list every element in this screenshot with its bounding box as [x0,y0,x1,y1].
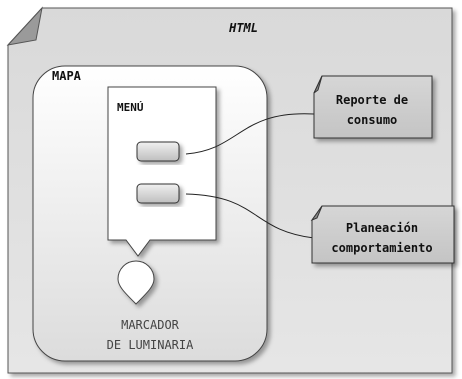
menu-label: MENÚ [117,101,144,114]
note-plan-line2: comportamiento [331,241,432,255]
map-label: MAPA [52,69,82,83]
page-label: HTML [228,21,258,35]
note-plan-line1: Planeación [346,221,418,235]
map-marker-icon[interactable] [117,260,155,305]
menu-button-report[interactable] [136,141,180,162]
note-report-line1: Reporte de [336,93,408,107]
page-fold [6,6,43,46]
menu-popup: MENÚ [107,86,217,257]
note-report: Reporte de consumo [313,75,433,139]
menu-button-plan[interactable] [136,183,180,204]
connector-plan [185,193,315,239]
connector-report [185,113,315,155]
marker-caption-line1: MARCADOR [121,318,180,332]
note-report-line2: consumo [347,113,398,127]
note-plan: Planeación comportamiento [310,205,455,264]
marker-caption-line2: DE LUMINARIA [107,338,194,352]
